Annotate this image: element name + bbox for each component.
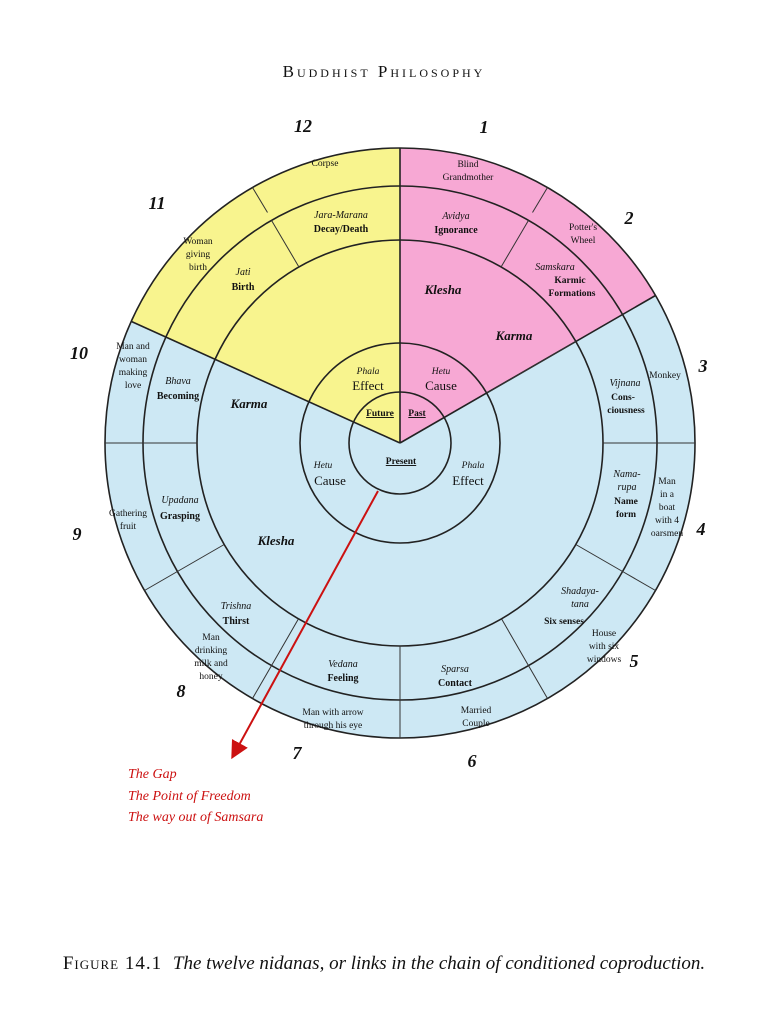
- gap-arrow: [231, 490, 379, 760]
- band2-divider-11-12: [271, 220, 299, 267]
- future-effect: Effect: [352, 378, 384, 393]
- link-9-english: Grasping: [160, 511, 200, 522]
- link-3-english: Cons-ciousness: [607, 393, 645, 416]
- link-10-sanskrit: Bhava: [165, 376, 191, 387]
- link-7-sanskrit: Vedana: [328, 659, 357, 670]
- present-phala: Phala: [461, 461, 485, 471]
- band2-divider-8-9: [177, 544, 225, 572]
- divider-10-11: [130, 320, 401, 444]
- link-number: 4: [696, 519, 706, 539]
- band2-divider-5-6: [501, 618, 529, 666]
- past-hetu: Hetu: [431, 367, 451, 377]
- link-number: 6: [468, 751, 477, 771]
- link-10-english: Becoming: [157, 391, 199, 402]
- outer-divider-11-12: [252, 187, 268, 213]
- link-number: 2: [624, 208, 634, 228]
- link-number: 8: [177, 681, 186, 701]
- present-effect: Effect: [452, 473, 484, 488]
- link-5-sanskrit: Shadaya-tana: [561, 586, 599, 610]
- link-11-english: Birth: [232, 282, 255, 293]
- future-karma-label: Karma: [230, 396, 268, 411]
- link-8-english: Thirst: [223, 616, 250, 627]
- link-11-sanskrit: Jati: [236, 267, 251, 278]
- figure-caption: Figure 14.1 The twelve nidanas, or links…: [0, 953, 768, 975]
- figure-label: Figure 14.1: [62, 953, 163, 974]
- outer-divider-8-9: [144, 571, 178, 591]
- running-head: Buddhist Philosophy: [282, 62, 486, 81]
- past-klesha-label: Klesha: [424, 282, 462, 297]
- link-6-english: Contact: [438, 678, 473, 689]
- outer-divider-5-6: [528, 665, 548, 699]
- past-karma-label: Karma: [495, 328, 533, 343]
- link-4-sanskrit: Nama-rupa: [612, 469, 640, 493]
- wheel-quadrant-past: [400, 148, 656, 443]
- link-6-sanskrit: Sparsa: [441, 664, 469, 675]
- band2-divider-1-2: [501, 220, 529, 267]
- outer-divider-4-5: [622, 571, 656, 591]
- gap-note: The Gap The Point of Freedom The way out…: [128, 767, 263, 825]
- link-number: 1: [480, 117, 489, 137]
- present-klesha-label: Klesha: [257, 533, 295, 548]
- center-present: Present: [386, 457, 417, 467]
- link-1-english: Ignorance: [434, 225, 478, 236]
- past-cause: Cause: [425, 378, 457, 393]
- link-number: 3: [698, 356, 708, 376]
- center-future: Future: [366, 409, 394, 419]
- link-12-sanskrit: Jara-Marana: [314, 210, 368, 221]
- link-9-sanskrit: Upadana: [161, 495, 198, 506]
- link-number: 11: [148, 193, 165, 213]
- future-phala: Phala: [356, 367, 380, 377]
- link-2-sanskrit: Samskara: [535, 262, 574, 273]
- link-1-sanskrit: Avidya: [441, 211, 469, 222]
- middle-divider-past-klesha-karma: [486, 341, 577, 394]
- figure-caption-text: The twelve nidanas, or links in the chai…: [172, 953, 706, 974]
- present-cause: Cause: [314, 473, 346, 488]
- link-number: 7: [293, 743, 303, 763]
- center-past: Past: [408, 409, 426, 419]
- outer-divider-1-2: [532, 187, 548, 213]
- present-hetu: Hetu: [313, 461, 333, 471]
- link-5-english: Six senses: [544, 617, 584, 627]
- link-3-sanskrit: Vijnana: [610, 378, 641, 389]
- link-number: 5: [630, 651, 639, 671]
- link-3-image: Monkey: [649, 371, 681, 381]
- link-12-image: Corpse: [312, 159, 339, 169]
- link-number: 10: [70, 343, 88, 363]
- link-7-english: Feeling: [327, 673, 358, 684]
- outer-divider-7-8: [252, 665, 272, 699]
- link-8-sanskrit: Trishna: [221, 601, 252, 612]
- band2-divider-4-5: [575, 544, 623, 572]
- link-number: 12: [294, 116, 312, 136]
- link-12-english: Decay/Death: [314, 224, 369, 235]
- band2-divider-7-8: [271, 618, 299, 666]
- link-number: 9: [73, 524, 82, 544]
